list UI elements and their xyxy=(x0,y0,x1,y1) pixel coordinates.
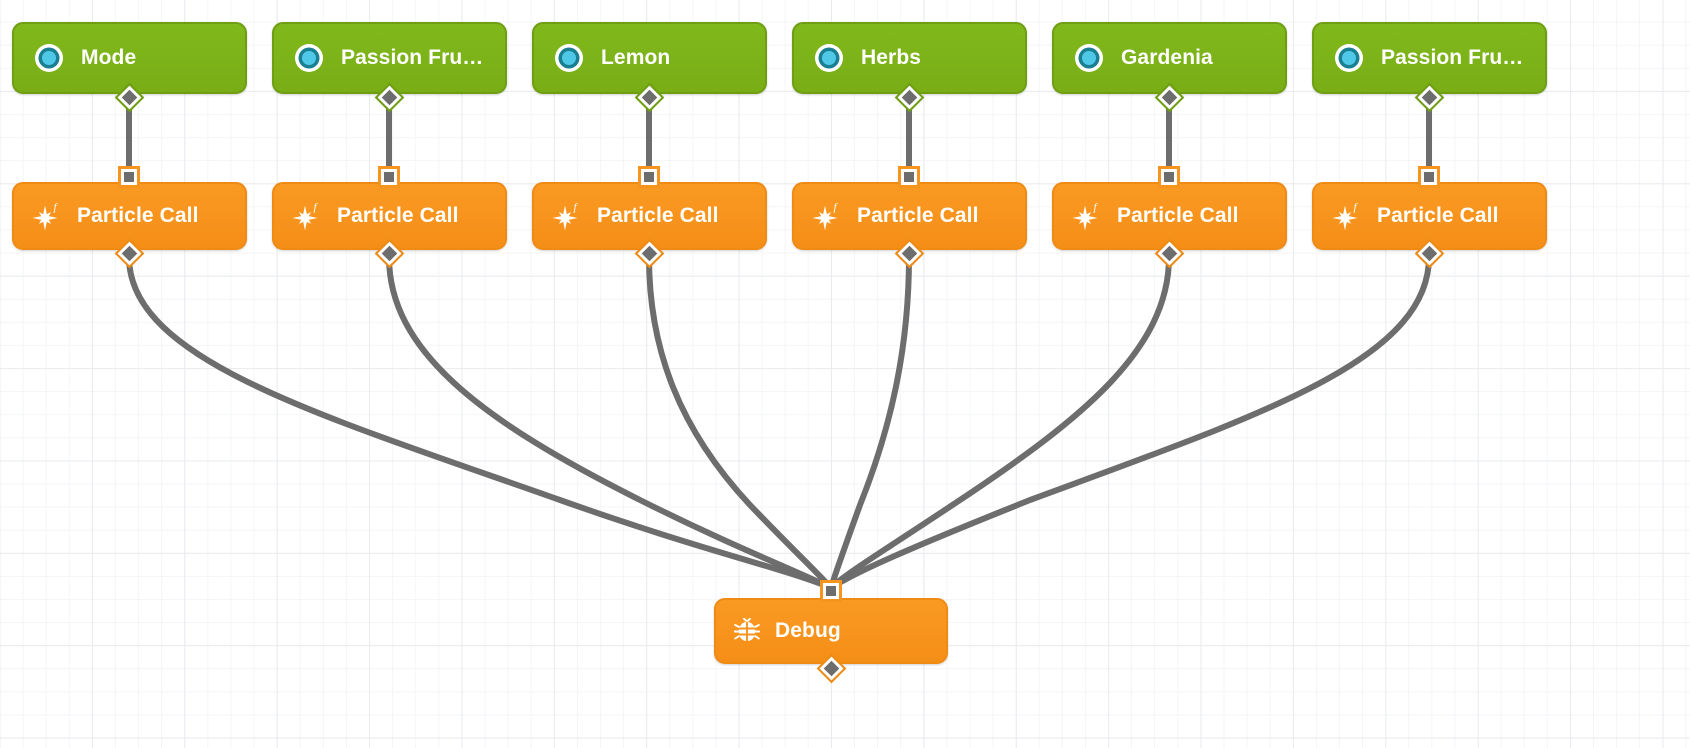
edge-curve xyxy=(126,254,834,591)
record-circle-icon xyxy=(294,43,324,73)
bug-icon xyxy=(734,618,760,644)
edge-curve xyxy=(646,254,834,591)
particle-call-node[interactable]: f Particle Call xyxy=(272,182,507,250)
debug-node-label: Debug xyxy=(775,619,841,642)
svg-text:f: f xyxy=(834,202,839,214)
record-circle-icon xyxy=(814,43,844,73)
param-node[interactable]: Passion Fru… xyxy=(272,22,507,94)
debug-input-port[interactable] xyxy=(820,580,842,602)
particle-call-node-label: Particle Call xyxy=(597,204,719,227)
svg-text:f: f xyxy=(314,202,319,214)
sparkle-function-icon: f xyxy=(1072,201,1102,231)
sparkle-function-icon: f xyxy=(1332,201,1362,231)
param-node-label: Mode xyxy=(81,46,137,69)
param-node-label: Gardenia xyxy=(1121,46,1213,69)
edge-curve xyxy=(828,254,1432,591)
debug-node[interactable]: Debug xyxy=(714,598,948,664)
particle-call-node-label: Particle Call xyxy=(77,204,199,227)
particle-call-node[interactable]: f Particle Call xyxy=(1312,182,1547,250)
svg-text:f: f xyxy=(574,202,579,214)
param-node-label: Passion Fru… xyxy=(341,46,484,69)
record-circle-icon xyxy=(1074,43,1104,73)
sparkle-function-icon: f xyxy=(292,201,322,231)
particle-call-node[interactable]: f Particle Call xyxy=(532,182,767,250)
particle-call-input-port[interactable] xyxy=(638,166,660,188)
edge-curve xyxy=(828,254,912,591)
record-circle-icon xyxy=(34,43,64,73)
particle-call-input-port[interactable] xyxy=(1158,166,1180,188)
particle-call-input-port[interactable] xyxy=(378,166,400,188)
particle-call-node-label: Particle Call xyxy=(337,204,459,227)
param-node[interactable]: Gardenia xyxy=(1052,22,1287,94)
param-node[interactable]: Lemon xyxy=(532,22,767,94)
particle-call-input-port[interactable] xyxy=(898,166,920,188)
particle-call-input-port[interactable] xyxy=(118,166,140,188)
particle-call-node[interactable]: f Particle Call xyxy=(1052,182,1287,250)
param-node-label: Herbs xyxy=(861,46,922,69)
param-node[interactable]: Herbs xyxy=(792,22,1027,94)
sparkle-function-icon: f xyxy=(812,201,842,231)
svg-text:f: f xyxy=(54,202,59,214)
particle-call-node-label: Particle Call xyxy=(1377,204,1499,227)
param-node[interactable]: Passion Fru… xyxy=(1312,22,1547,94)
particle-call-node-label: Particle Call xyxy=(1117,204,1239,227)
edge-curve xyxy=(828,254,1172,591)
svg-text:f: f xyxy=(1094,202,1099,214)
svg-text:f: f xyxy=(1354,202,1359,214)
param-node[interactable]: Mode xyxy=(12,22,247,94)
param-node-label: Lemon xyxy=(601,46,671,69)
sparkle-function-icon: f xyxy=(32,201,62,231)
sparkle-function-icon: f xyxy=(552,201,582,231)
particle-call-node[interactable]: f Particle Call xyxy=(12,182,247,250)
particle-call-node-label: Particle Call xyxy=(857,204,979,227)
record-circle-icon xyxy=(1334,43,1364,73)
param-node-label: Passion Fru… xyxy=(1381,46,1524,69)
edge-curve xyxy=(386,254,834,591)
particle-call-node[interactable]: f Particle Call xyxy=(792,182,1027,250)
particle-call-input-port[interactable] xyxy=(1418,166,1440,188)
record-circle-icon xyxy=(554,43,584,73)
